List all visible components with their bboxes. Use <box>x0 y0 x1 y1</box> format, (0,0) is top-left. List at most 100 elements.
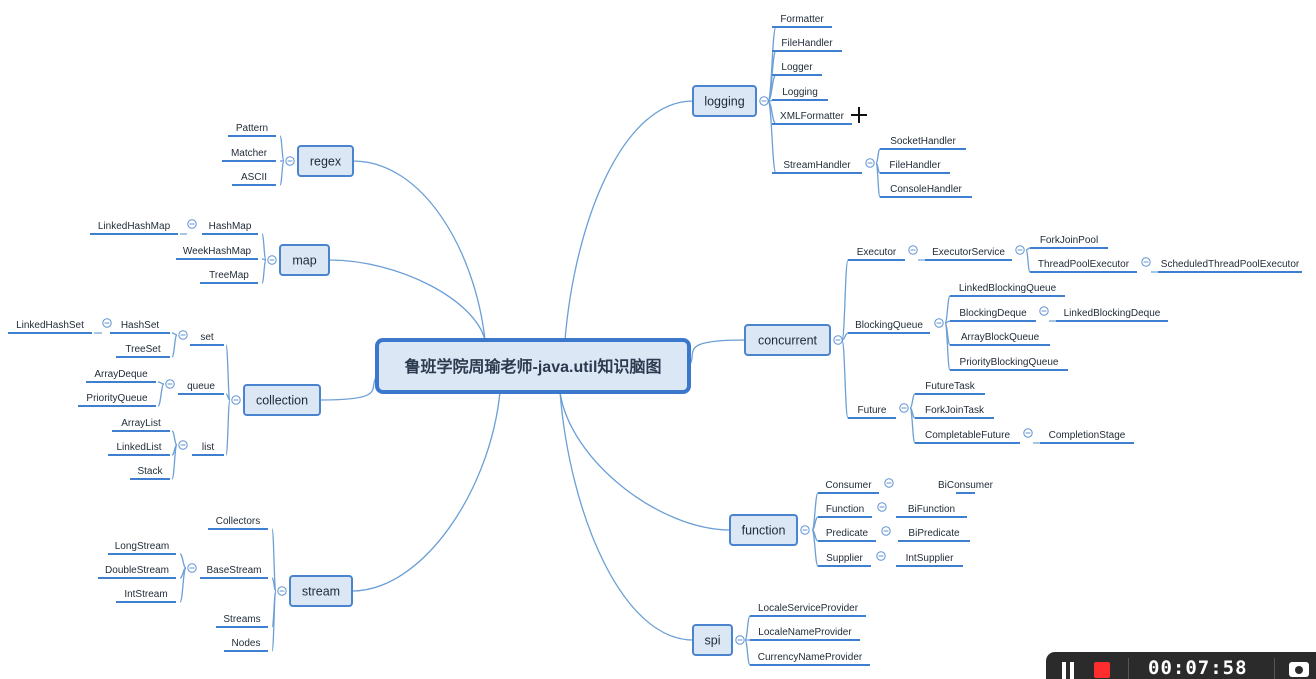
node-hashset: HashSet <box>121 320 160 331</box>
node-ascii: ASCII <box>241 172 267 183</box>
divider <box>1128 658 1129 679</box>
branch-logging[interactable] <box>692 85 757 117</box>
node-executorservice: ExecutorService <box>932 247 1005 258</box>
node-forkjointask: ForkJoinTask <box>925 405 985 416</box>
collapse-toggle-icon[interactable] <box>881 526 891 536</box>
camera-icon[interactable] <box>1289 662 1309 677</box>
branch-regex[interactable] <box>297 145 354 177</box>
node-streamhandler: StreamHandler <box>783 160 851 171</box>
branch-concurrent[interactable] <box>744 324 831 356</box>
node-logger: Logger <box>781 62 813 73</box>
node-bipredicate: BiPredicate <box>908 528 960 539</box>
node-intsupplier: IntSupplier <box>906 553 954 564</box>
node-weekhashmap: WeekHashMap <box>183 246 252 257</box>
branch-logging-label: logging <box>704 95 744 109</box>
collapse-toggle-icon[interactable] <box>833 335 843 345</box>
node-intstream: IntStream <box>124 589 167 600</box>
collapse-toggle-icon[interactable] <box>800 525 810 535</box>
recording-timer: 00:07:58 <box>1148 657 1248 679</box>
node-logging: Logging <box>782 87 818 98</box>
branch-spi[interactable] <box>692 624 733 656</box>
node-localenameprovider: LocaleNameProvider <box>758 627 852 638</box>
node-forkjoinpool: ForkJoinPool <box>1040 235 1098 246</box>
collapse-toggle-icon[interactable] <box>187 219 197 229</box>
node-arrayblockqueue: ArrayBlockQueue <box>961 332 1040 343</box>
node-longstream: LongStream <box>115 541 169 552</box>
node-linkedhashmap: LinkedHashMap <box>98 221 171 232</box>
connector-lines <box>94 26 1158 666</box>
collapse-toggle-icon[interactable] <box>934 318 944 328</box>
collapse-toggle-icon[interactable] <box>285 156 295 166</box>
branch-map[interactable] <box>279 244 330 276</box>
collapse-toggle-icon[interactable] <box>735 635 745 645</box>
branch-function-label: function <box>742 524 786 538</box>
node-completionstage: CompletionStage <box>1049 430 1126 441</box>
branch-stream-label: stream <box>302 585 340 599</box>
node-set: set <box>200 332 214 343</box>
node-streams: Streams <box>223 614 260 625</box>
collapse-toggle-icon[interactable] <box>277 586 287 596</box>
collapse-toggle-icon[interactable] <box>899 403 909 413</box>
branch-collection-label: collection <box>256 394 308 408</box>
branch-collection[interactable] <box>243 384 321 416</box>
node-function: Function <box>826 504 864 515</box>
node-xmlformatter: XMLFormatter <box>780 111 845 122</box>
collapse-toggle-icon[interactable] <box>178 440 188 450</box>
node-consolehandler: ConsoleHandler <box>890 184 962 195</box>
node-blockingqueue: BlockingQueue <box>855 320 923 331</box>
node-linkedblockingqueue: LinkedBlockingQueue <box>959 283 1057 294</box>
collapse-toggle-icon[interactable] <box>165 379 175 389</box>
node-collectors: Collectors <box>216 516 260 527</box>
collapse-toggle-icon[interactable] <box>908 245 918 255</box>
node-pattern: Pattern <box>236 123 268 134</box>
collapse-toggle-icon[interactable] <box>1023 428 1033 438</box>
divider <box>1274 658 1275 679</box>
node-filehandler: FileHandler <box>889 160 941 171</box>
node-doublestream: DoubleStream <box>105 565 169 576</box>
node-linkedlist: LinkedList <box>116 442 161 453</box>
collapse-toggle-icon[interactable] <box>865 158 875 168</box>
root-topic-label: 鲁班学院周瑜老师-java.util知识脑图 <box>404 357 662 376</box>
collapse-toggle-icon[interactable] <box>231 395 241 405</box>
collapse-toggle-icon[interactable] <box>884 478 894 488</box>
node-queue: queue <box>187 381 215 392</box>
collapse-toggle-icon[interactable] <box>102 318 112 328</box>
node-futuretask: FutureTask <box>925 381 975 392</box>
node-filehandler: FileHandler <box>781 38 833 49</box>
mind-map-nodes: 鲁班学院周瑜老师-java.util知识脑图 logging concurrent f… <box>8 14 1302 666</box>
node-linkedblockingdeque: LinkedBlockingDeque <box>1064 308 1161 319</box>
node-priorityqueue: PriorityQueue <box>86 393 148 404</box>
stop-icon[interactable] <box>1094 662 1110 678</box>
screen-recorder-bar: 00:07:58 <box>1046 652 1316 679</box>
node-future: Future <box>858 405 887 416</box>
node-supplier: Supplier <box>826 553 863 564</box>
node-hashmap: HashMap <box>209 221 252 232</box>
node-bifunction: BiFunction <box>908 504 955 515</box>
collapse-toggle-icon[interactable] <box>187 563 197 573</box>
node-matcher: Matcher <box>231 148 268 159</box>
node-consumer: Consumer <box>825 480 872 491</box>
node-sockethandler: SocketHandler <box>890 136 956 147</box>
node-treemap: TreeMap <box>209 270 249 281</box>
pause-icon[interactable] <box>1062 662 1074 679</box>
collapse-toggle-icon[interactable] <box>759 96 769 106</box>
node-currencynameprovider: CurrencyNameProvider <box>758 652 863 663</box>
node-scheduledthreadpoolexecutor: ScheduledThreadPoolExecutor <box>1161 259 1300 270</box>
collapse-toggle-icon[interactable] <box>1015 245 1025 255</box>
collapse-toggle-icon[interactable] <box>267 255 277 265</box>
collapse-toggle-icon[interactable] <box>1141 257 1151 267</box>
root-topic[interactable] <box>375 338 691 394</box>
collapse-toggle-icon[interactable] <box>178 330 188 340</box>
node-stack: Stack <box>137 466 163 477</box>
collapse-toggle-icon[interactable] <box>1039 306 1049 316</box>
node-priorityblockingqueue: PriorityBlockingQueue <box>960 357 1059 368</box>
branch-map-label: map <box>292 254 316 268</box>
collapse-toggle-icon[interactable] <box>876 551 886 561</box>
node-localeserviceprovider: LocaleServiceProvider <box>758 603 859 614</box>
branch-stream[interactable] <box>289 575 353 607</box>
node-list: list <box>202 442 214 453</box>
branch-function[interactable] <box>729 514 798 546</box>
collapse-toggle-icon[interactable] <box>877 502 887 512</box>
branch-concurrent-label: concurrent <box>758 334 818 348</box>
